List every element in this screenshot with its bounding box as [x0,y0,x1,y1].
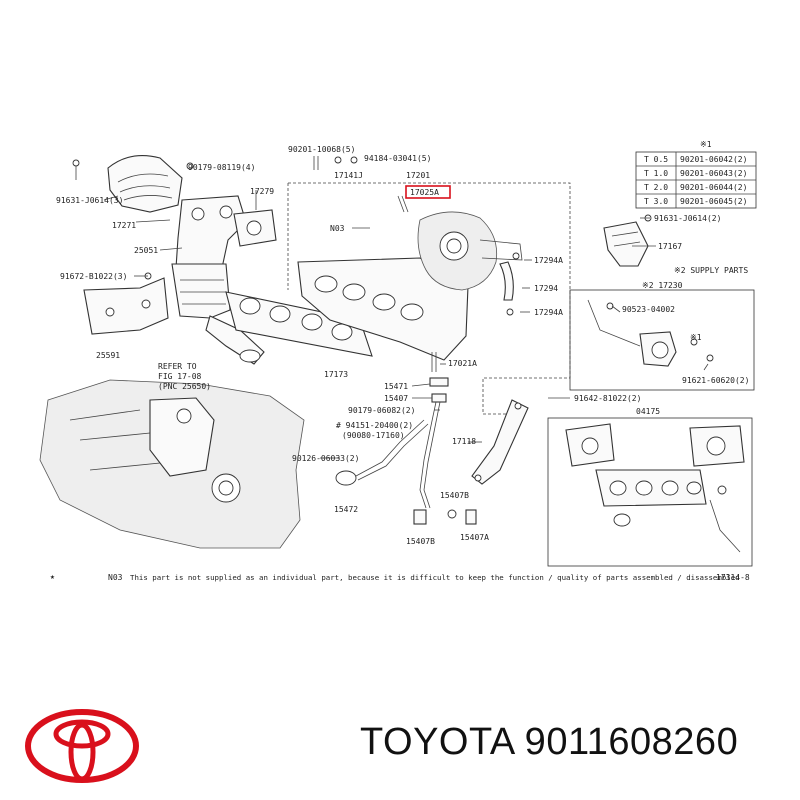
shim-thickness-table: T 0.5 90201-06042(2) T 1.0 90201-06043(2… [635,140,757,209]
label-17271: 17271 [112,221,136,230]
label-refer-fig: FIG 17-08 [158,372,202,381]
label-91631-j0614-left: 91631-J0614(3) [56,196,123,205]
engine-block-sketch [39,379,305,549]
gasket-kit-04175[interactable] [565,423,745,553]
label-mark-x1: ※1 [690,333,702,342]
table-t1-0: T 1.0 [644,169,668,178]
label-25051: 25051 [134,246,158,255]
brand-part-number: TOYOTA 9011608260 [360,721,739,763]
table-t2-0: T 2.0 [644,183,668,192]
label-94184-03041: 94184-03041(5) [364,154,431,163]
label-17230: ※2 17230 [642,281,683,290]
footnote-text: This part is not supplied as an individu… [130,573,740,582]
label-94151-20400: # 94151-20400(2) [336,421,413,430]
label-17201: 17201 [406,171,430,180]
label-n03: N03 [330,224,345,233]
exhaust-manifold-converter-25051[interactable] [171,195,265,365]
footnote-code: N03 [108,573,123,582]
label-90179-08119: 90179-08119(4) [188,163,255,172]
label-15407: 15407 [384,394,408,403]
label-90126-06033: 90126-06033(2) [292,454,359,463]
highlight-box-17025a [405,185,451,199]
bolt-90201-10068[interactable] [313,156,358,170]
label-17141j: 17141J [334,171,363,180]
table-part-06044: 90201-06044(2) [680,183,747,192]
stud-17025a[interactable] [397,195,409,213]
label-91631-j0614-right: 91631-J0614(2) [654,214,721,223]
label-17294: 17294 [534,284,558,293]
label-17294a-bottom: 17294A [534,308,563,317]
turbo-assembly-outline [288,182,571,415]
stud-17021a[interactable] [431,352,437,372]
table-t0-5: T 0.5 [644,155,668,164]
label-90523-04002: 90523-04002 [622,305,675,314]
leader-lines [103,190,709,459]
label-90179-06082: 90179-06082(2) [348,406,415,415]
bracket-25591[interactable] [83,272,169,335]
label-91642-81022: 91642-81022(2) [574,394,641,403]
label-91672-b1022: 91672-B1022(3) [60,272,127,281]
label-15407b-bottom: 15407B [406,537,435,546]
label-15472: 15472 [334,505,358,514]
exhaust-manifold-gasket-17173[interactable] [225,291,373,357]
label-90201-10068: 90201-10068(5) [288,145,355,154]
label-90080-17160: (90080-17160) [342,431,405,440]
gasket-kit-box-04175 [547,417,753,567]
table-t3-0: T 3.0 [644,197,668,206]
heat-insulator-17271[interactable] [72,155,183,213]
label-17118: 17118 [452,437,476,446]
label-25591: 25591 [96,351,120,360]
label-17025a: 17025A [410,188,439,197]
label-15471: 15471 [384,382,408,391]
hose-17294[interactable] [499,252,520,316]
oil-pipe-15407[interactable] [335,377,449,509]
turbo-manifold-17201[interactable] [297,211,523,361]
label-04175: 04175 [636,407,660,416]
table-part-06045: 90201-06045(2) [680,197,747,206]
stay-17118[interactable] [471,399,529,485]
gasket-17279[interactable] [233,209,277,247]
label-15407b-top: 15407B [440,491,469,500]
label-17294a-top: 17294A [534,256,563,265]
label-refer-pnc: (PNC 25650) [158,382,211,391]
actuator-17230[interactable] [587,299,714,367]
label-refer-to: REFER TO [158,362,197,371]
label-17021a: 17021A [448,359,477,368]
label-supply-parts: ※2 SUPPLY PARTS [674,266,748,275]
table-mark: ※1 [700,140,712,149]
heat-insulator-17167[interactable] [603,214,652,267]
nut-90179-08119[interactable] [186,162,194,170]
union-bolt-15407b[interactable] [413,509,477,525]
figure-id: 17314-8 [716,573,750,582]
footnote-marker: ★ [50,572,55,581]
table-part-06042: 90201-06042(2) [680,155,747,164]
table-part-06043: 90201-06043(2) [680,169,747,178]
actuator-box [569,289,755,391]
label-17279: 17279 [250,187,274,196]
label-15407a: 15407A [460,533,489,542]
label-91621-60620: 91621-60620(2) [682,376,749,385]
toyota-emblem-icon [25,709,139,783]
label-17173: 17173 [324,370,348,379]
label-17167: 17167 [658,242,682,251]
